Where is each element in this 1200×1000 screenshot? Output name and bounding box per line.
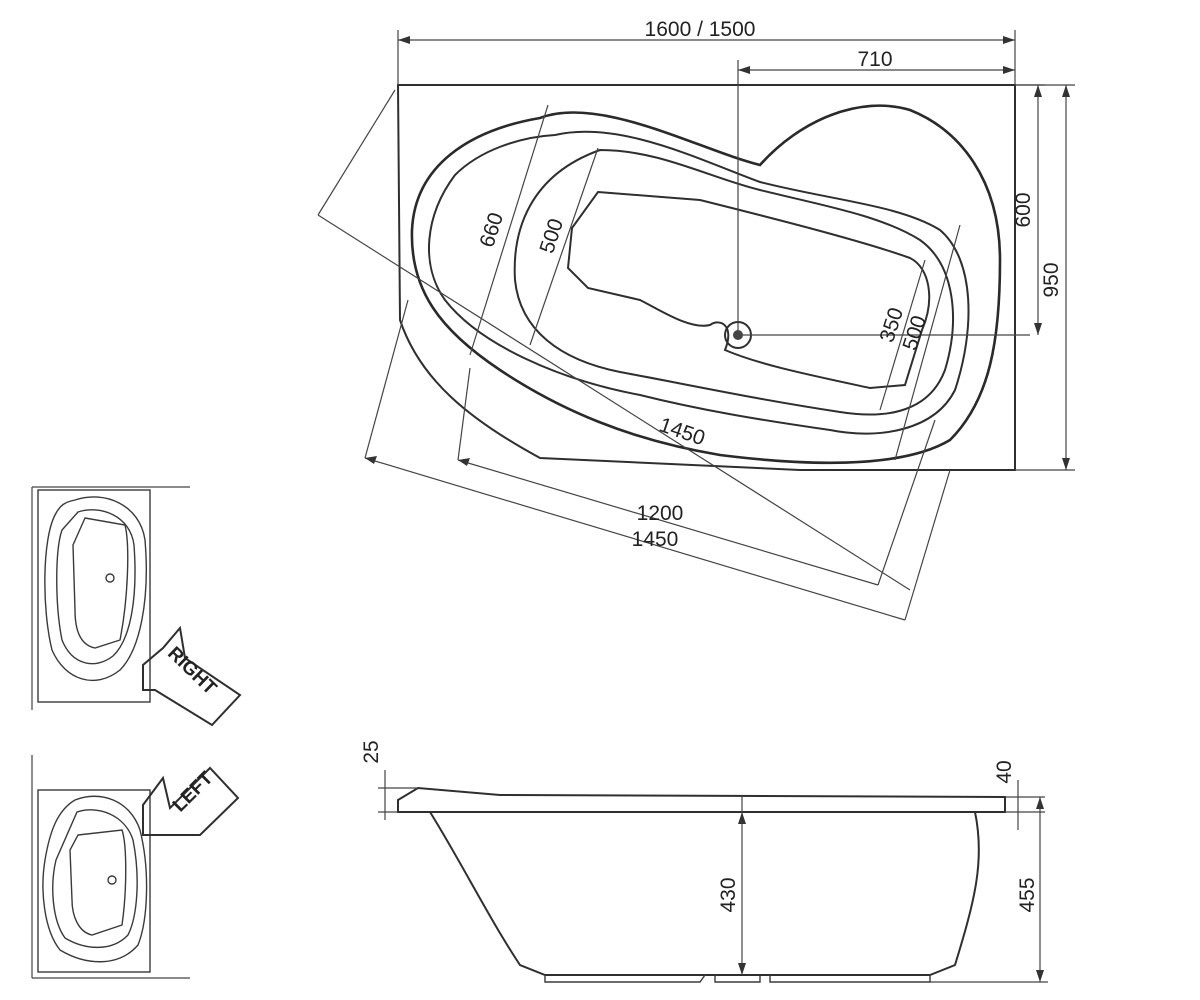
dim-depth-430: 430	[717, 877, 740, 912]
dim-basin-length-1450: 1450	[656, 413, 708, 450]
right-label: RIGHT	[163, 643, 220, 699]
plan-shell-inner	[428, 130, 970, 435]
dim-diag-660: 660	[475, 210, 508, 250]
side-rim	[397, 786, 1006, 813]
plan-view: 1600 / 1500 710 600 950 660 500 350 500	[317, 18, 1075, 621]
plan-basin-outer	[513, 148, 954, 416]
plan-footwell	[566, 190, 931, 390]
side-view: 430 25 40 455	[360, 740, 1048, 983]
right-orientation: RIGHT	[31, 486, 242, 727]
plan-outer-rim	[396, 84, 1016, 471]
left-label: LEFT	[169, 768, 218, 817]
dim-bottom-1450: 1450	[632, 528, 679, 551]
left-orientation: LEFT	[31, 755, 240, 979]
dim-rim-25: 25	[360, 740, 383, 763]
dim-depth-short: 600	[1012, 192, 1035, 227]
plan-shell-outer	[410, 104, 1002, 465]
dim-overall-width: 1600 / 1500	[645, 18, 756, 41]
dim-drain-offset: 710	[857, 48, 892, 71]
dim-depth-total: 950	[1040, 262, 1063, 297]
dim-bottom-1200: 1200	[637, 502, 684, 525]
dim-rim-40: 40	[993, 760, 1016, 783]
dim-height-455: 455	[1016, 877, 1039, 912]
side-body	[429, 811, 980, 976]
